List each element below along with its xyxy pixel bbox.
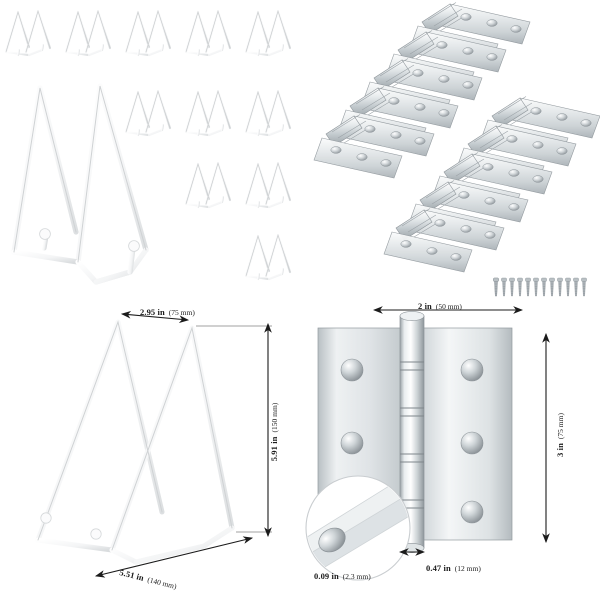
- screw-row: [493, 277, 587, 297]
- stand-width-label: 2.95 in (75 mm): [140, 307, 195, 317]
- hinge-stack-right: [383, 96, 600, 273]
- hinge-dimension-illustration: [305, 306, 550, 581]
- plate-stand-dimension-illustration: [35, 310, 272, 578]
- hinge-right-holes: [460, 358, 484, 524]
- hinge-dimension-view: 2 in (50 mm) 3 in (75 mm) 0.09 in (2.3 m…: [300, 300, 600, 600]
- stand-row-2: [124, 89, 292, 137]
- hinge-width-label: 2 in (50 mm): [418, 301, 462, 311]
- stand-foot-ball: [90, 528, 102, 540]
- stand-row-4: [244, 233, 292, 281]
- thickness-callout: [305, 475, 411, 581]
- stand-height-label: 5.91 in (150 mm): [269, 402, 279, 462]
- hinge-height-label: 3 in (75 mm): [555, 413, 565, 457]
- plate-stand-large: [11, 83, 149, 285]
- plate-stand-dimensioned: [35, 319, 235, 565]
- hinge-thickness-label: 0.09 in (2.3 mm): [314, 571, 371, 581]
- plate-stand-dimension-view: 2.95 in (75 mm) 5.91 in (150 mm) 5.51 in…: [0, 300, 300, 600]
- hinges-group: [300, 0, 600, 300]
- stand-foot-ball: [40, 512, 52, 524]
- stand-depth-dimension-line: [94, 536, 254, 578]
- stand-foot-ball: [128, 240, 140, 252]
- stand-height-dimension-line: [196, 322, 272, 538]
- plate-stands-illustration: [4, 9, 292, 285]
- stand-row-1: [4, 9, 292, 57]
- plate-stands-group: [0, 0, 300, 300]
- hinge-knuckle-label: 0.47 in (12 mm): [426, 563, 481, 573]
- hinge-stack-left: [313, 2, 531, 179]
- stand-row-3: [184, 161, 292, 209]
- stand-foot-ball: [39, 228, 51, 240]
- hinges-illustration: [313, 2, 600, 297]
- stand-width-dimension-line: [120, 310, 190, 324]
